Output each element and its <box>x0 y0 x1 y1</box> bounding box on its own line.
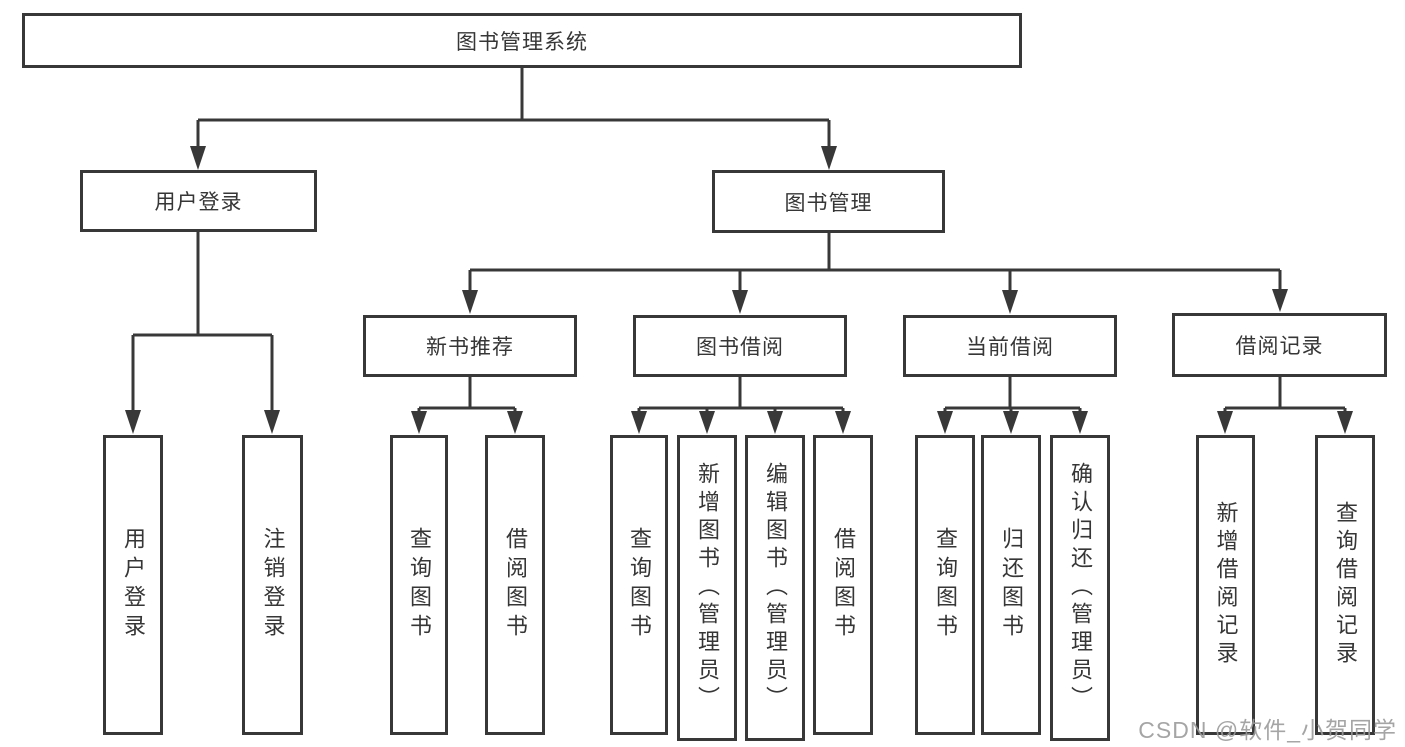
node-borrowing-records: 借阅记录 <box>1172 313 1387 377</box>
node-user-login-branch: 用户登录 <box>80 170 317 232</box>
leaf-edit-book-admin: 编辑图书（管理员） <box>745 435 805 741</box>
leaf-logout: 注销登录 <box>242 435 303 735</box>
node-label: 图书管理 <box>784 191 873 215</box>
node-label: 图书管理系统 <box>456 30 588 54</box>
node-book-management-branch: 图书管理 <box>712 170 945 233</box>
node-book-borrowing: 图书借阅 <box>633 315 847 377</box>
leaf-borrow-books-1: 借阅图书 <box>485 435 545 735</box>
node-new-book-recommend: 新书推荐 <box>363 315 577 377</box>
leaf-query-borrow-record: 查询借阅记录 <box>1315 435 1375 735</box>
leaf-return-books: 归还图书 <box>981 435 1041 735</box>
leaf-add-borrow-record: 新增借阅记录 <box>1196 435 1255 735</box>
node-current-borrowing: 当前借阅 <box>903 315 1117 377</box>
node-label: 用户登录 <box>154 191 243 214</box>
leaf-confirm-return-admin: 确认归还（管理员） <box>1050 435 1110 741</box>
leaf-borrow-books-2: 借阅图书 <box>813 435 873 735</box>
node-label: 当前借阅 <box>966 336 1054 359</box>
node-library-system-root: 图书管理系统 <box>22 13 1022 68</box>
leaf-query-books-2: 查询图书 <box>610 435 668 735</box>
leaf-query-books-1: 查询图书 <box>390 435 448 735</box>
node-label: 新书推荐 <box>426 336 514 359</box>
csdn-watermark: CSDN @软件_小贺同学 <box>1138 717 1397 743</box>
node-label: 图书借阅 <box>696 336 784 359</box>
leaf-query-books-3: 查询图书 <box>915 435 975 735</box>
node-label: 借阅记录 <box>1235 335 1324 358</box>
leaf-add-book-admin: 新增图书（管理员） <box>677 435 737 741</box>
leaf-user-login: 用户登录 <box>103 435 163 735</box>
